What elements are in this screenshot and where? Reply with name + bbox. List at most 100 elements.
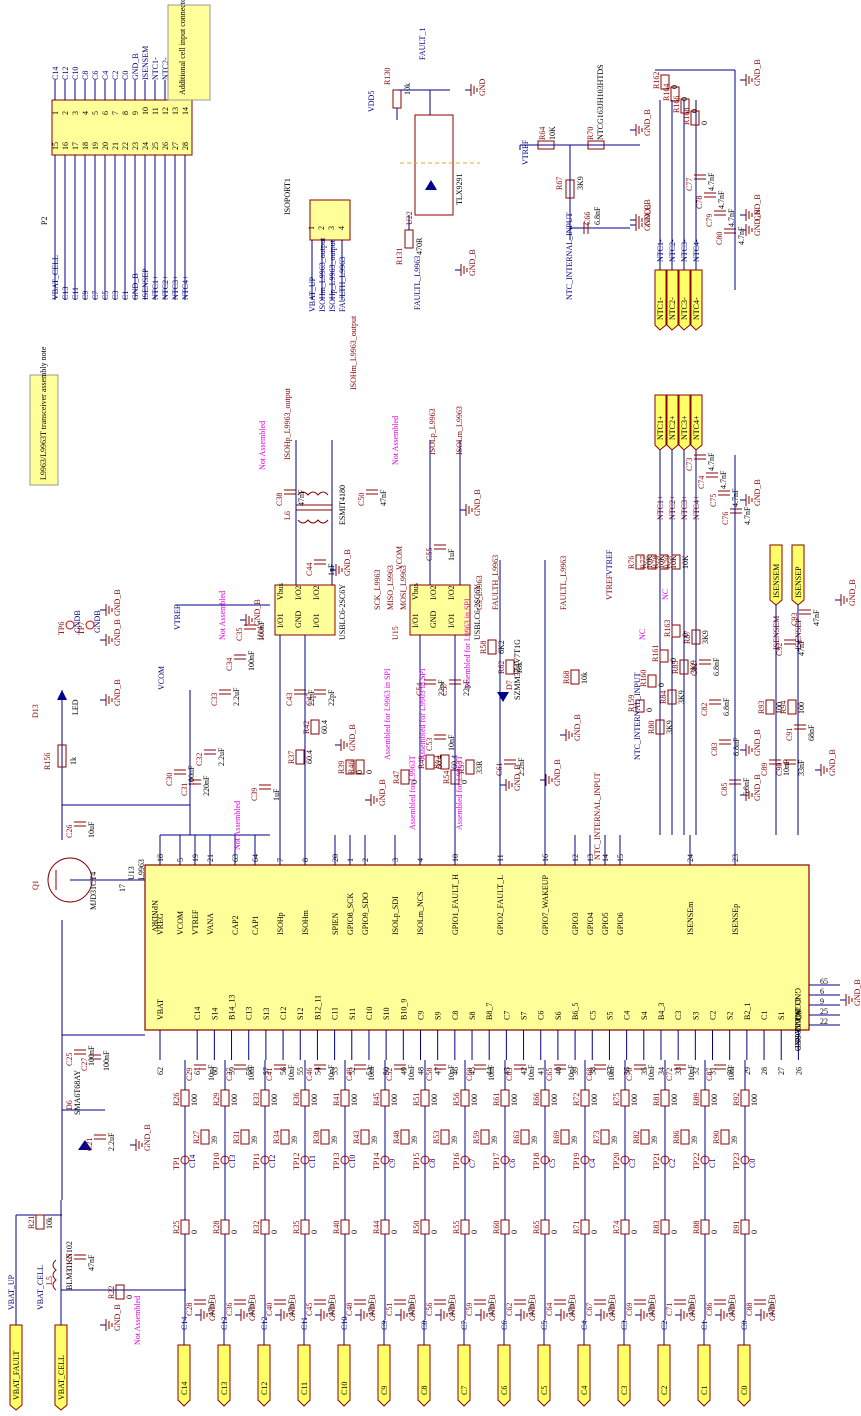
gnd-label: GND_B <box>848 579 857 606</box>
p2-net-top: NTC2- <box>161 57 170 80</box>
u14-pin: Vbus <box>276 583 285 600</box>
capacitor-val: 10nF <box>782 759 791 776</box>
r130-ref: R130 <box>383 68 392 85</box>
bottom-port-shape <box>377 1344 391 1407</box>
resistor-ref: R90 <box>712 1131 721 1144</box>
p2-pin-right: 11 <box>151 107 160 115</box>
iso-net: FAULTL_L9963 <box>559 556 568 610</box>
gnd-label: GND_B <box>648 1294 657 1321</box>
capacitor-ref: C45 <box>305 1303 314 1316</box>
capacitor-val: 47nF <box>207 1299 216 1316</box>
resistor-body <box>740 1089 750 1107</box>
pin-num: 40 <box>554 1067 563 1075</box>
gnd-label: GND_B <box>553 759 562 786</box>
pin-name: C5 <box>588 1011 597 1020</box>
resistor-ref: R34 <box>272 1131 281 1144</box>
testpoint-net: C9 <box>388 1159 397 1168</box>
resistor-ref: R43 <box>352 1131 361 1144</box>
resistor-val: 0 <box>645 708 654 712</box>
gnd-label: GND_B <box>513 764 522 791</box>
resistor-val: 100 <box>590 1094 599 1106</box>
bottom-port-label: C11 <box>300 1382 309 1395</box>
resistor-ref: R83 <box>652 1221 661 1234</box>
resistor-body <box>300 1089 310 1107</box>
resistor-body <box>660 1089 670 1107</box>
pin-num: 43 <box>502 1067 511 1075</box>
connector-p2-refdes: P2 <box>40 217 49 225</box>
u14-pin: I/O1 <box>276 613 285 628</box>
u14-pin: I/O1 <box>312 613 321 628</box>
gnd-label: GND_B <box>113 679 122 706</box>
pin-name: S5 <box>605 1012 614 1020</box>
resistor-val: 100 <box>797 702 806 714</box>
testpoint-ref: TP13 <box>332 1153 341 1170</box>
gnd-label: GND <box>478 78 487 96</box>
asm-not-assembled: Not Assembled <box>133 1296 142 1345</box>
resistor-body <box>280 1129 290 1145</box>
p2-net-top: C10 <box>71 67 80 80</box>
resistor-val: 10k <box>45 1217 54 1229</box>
ntc-port-top-label: NTC4- <box>692 297 701 320</box>
capacitor-ref: C29 <box>185 1068 194 1081</box>
resistor-body <box>580 1219 590 1235</box>
pin-name: C11 <box>331 1007 340 1020</box>
pin-num: 46 <box>451 1067 460 1075</box>
resistor-body <box>440 1129 450 1145</box>
resistor-val: 3K9 <box>701 630 710 644</box>
resistor-ref: R166 <box>672 96 681 113</box>
capacitor-val: 47nF <box>367 1299 376 1316</box>
resistor-ref: R47 <box>392 771 401 784</box>
resistor-val: 100 <box>230 1094 239 1106</box>
resistor-ref: R86 <box>672 1131 681 1144</box>
resistor-val: 0 <box>355 770 364 774</box>
r64-val: 10K <box>548 126 557 140</box>
capacitor-val: 10nF <box>287 1064 296 1081</box>
isoport1-refdes: ISOPORT1 <box>283 178 292 215</box>
p2-net-bottom: NTC2+ <box>161 275 170 300</box>
resistor-body <box>340 1089 350 1107</box>
pin-name: SPIEN <box>331 913 340 935</box>
bottom-port-label: C7 <box>460 1386 469 1395</box>
resistor-val: 100 <box>750 1094 759 1106</box>
p2-pin-left: 23 <box>131 142 140 150</box>
ntc-port-top-label: NTC1- <box>656 297 665 320</box>
pin-name: S7 <box>520 1012 529 1020</box>
testpoint-net: C1 <box>708 1159 717 1168</box>
resistor-ref: R161 <box>651 645 660 662</box>
resistor-body <box>295 749 305 765</box>
resistor-body <box>620 1219 630 1235</box>
p2-net-bottom: C1 <box>121 291 130 300</box>
resistor-ref: R84 <box>659 691 668 704</box>
p2-net-top: C8 <box>81 71 90 80</box>
gnd-label: GND_B <box>113 589 122 616</box>
pin-num: 42 <box>520 1067 529 1075</box>
p2-pin-right: 2 <box>61 111 70 115</box>
net-vbat-up: VBAT_UP <box>7 1274 16 1310</box>
resistor-body <box>690 110 700 126</box>
capacitor-ref: C35 <box>235 628 244 641</box>
resistor-val: 39 <box>410 1136 419 1144</box>
pin-num: 44 <box>485 1067 494 1075</box>
testpoint-net: C14 <box>188 1155 197 1168</box>
resistor-val: 0 <box>700 121 709 125</box>
pin-num: 47 <box>434 1067 443 1075</box>
d7-part: SZMM3Z4V7T1G <box>513 639 522 700</box>
pin-name: ISENSEp <box>731 904 740 935</box>
resistor-ref: R33 <box>252 1093 261 1106</box>
resistor-body <box>35 1214 45 1230</box>
